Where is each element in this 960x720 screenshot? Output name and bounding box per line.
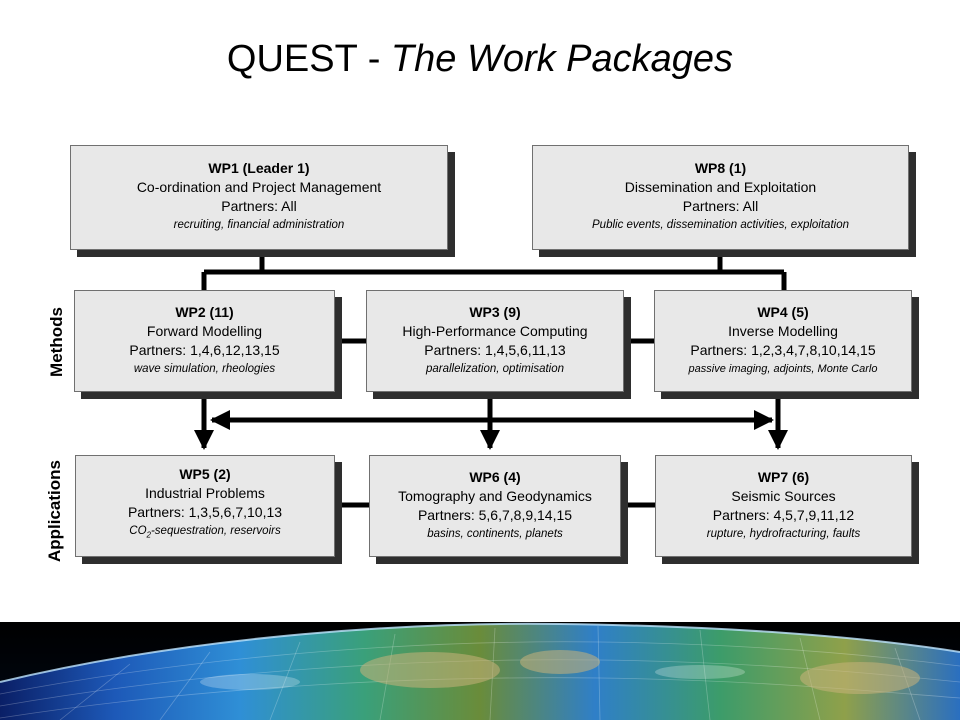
wp1-box: WP1 (Leader 1) Co-ordination and Project…: [70, 145, 448, 250]
wp6-partners: Partners: 5,6,7,8,9,14,15: [417, 506, 573, 523]
wp5-name: Industrial Problems: [145, 485, 265, 502]
wp1-name: Co-ordination and Project Management: [136, 179, 382, 195]
wp4-name: Inverse Modelling: [728, 322, 838, 339]
slide-title: QUEST - The Work Packages: [0, 38, 960, 81]
wp3-partners: Partners: 1,4,5,6,11,13: [424, 341, 566, 358]
wp8-description: Public events, dissemination activities,…: [592, 219, 849, 231]
wp5-desc-sub: 2: [146, 530, 151, 540]
methods-label: Methods: [47, 307, 66, 377]
wp4-partners: Partners: 1,2,3,4,7,8,10,14,15: [690, 341, 876, 358]
globe-banner-image: [0, 622, 960, 720]
wp5-box: WP5 (2) Industrial Problems Partners: 1,…: [75, 455, 335, 557]
wp3-description: parallelization, optimisation: [425, 362, 565, 375]
wp2-box: WP2 (11) Forward Modelling Partners: 1,4…: [74, 290, 335, 392]
wp8-partners: Partners: All: [682, 198, 759, 214]
wp6-description: basins, continents, planets: [427, 527, 563, 540]
wp8-name: Dissemination and Exploitation: [624, 179, 817, 195]
wp3-header: WP3 (9): [469, 303, 521, 320]
wp8-box: WP8 (1) Dissemination and Exploitation P…: [532, 145, 909, 250]
wp5-desc-post: -sequestration, reservoirs: [150, 525, 281, 538]
wp2-partners: Partners: 1,4,6,12,13,15: [129, 341, 280, 358]
wp7-description: rupture, hydrofracturing, faults: [706, 527, 861, 540]
title-italic: The Work Packages: [390, 38, 734, 80]
wp4-box: WP4 (5) Inverse Modelling Partners: 1,2,…: [654, 290, 912, 392]
wp4-description: passive imaging, adjoints, Monte Carlo: [688, 362, 878, 375]
wp5-header: WP5 (2): [179, 466, 231, 483]
wp6-header: WP6 (4): [469, 468, 521, 485]
wp7-header: WP7 (6): [757, 468, 810, 485]
wp7-name: Seismic Sources: [731, 487, 836, 504]
wp2-description: wave simulation, rheologies: [133, 362, 276, 375]
wp1-partners: Partners: All: [221, 198, 297, 214]
wp6-box: WP6 (4) Tomography and Geodynamics Partn…: [369, 455, 621, 557]
wp8-header: WP8 (1): [694, 160, 747, 176]
wp5-desc-pre: CO: [129, 525, 147, 538]
wp7-partners: Partners: 4,5,7,9,11,12: [712, 506, 855, 523]
wp1-description: recruiting, financial administration: [173, 219, 345, 231]
wp2-name: Forward Modelling: [146, 322, 263, 339]
wp2-header: WP2 (11): [175, 303, 234, 320]
wp6-name: Tomography and Geodynamics: [398, 487, 592, 504]
wp3-box: WP3 (9) High-Performance Computing Partn…: [366, 290, 624, 392]
wp3-name: High-Performance Computing: [402, 322, 588, 339]
title-prefix: QUEST -: [226, 38, 391, 80]
wp7-box: WP7 (6) Seismic Sources Partners: 4,5,7,…: [655, 455, 912, 557]
wp5-partners: Partners: 1,3,5,6,7,10,13: [127, 504, 283, 521]
wp4-header: WP4 (5): [757, 303, 809, 320]
applications-label: Applications: [45, 460, 64, 563]
wp1-header: WP1 (Leader 1): [208, 160, 310, 176]
wp5-description: CO2-sequestration, reservoirs: [76, 522, 334, 544]
